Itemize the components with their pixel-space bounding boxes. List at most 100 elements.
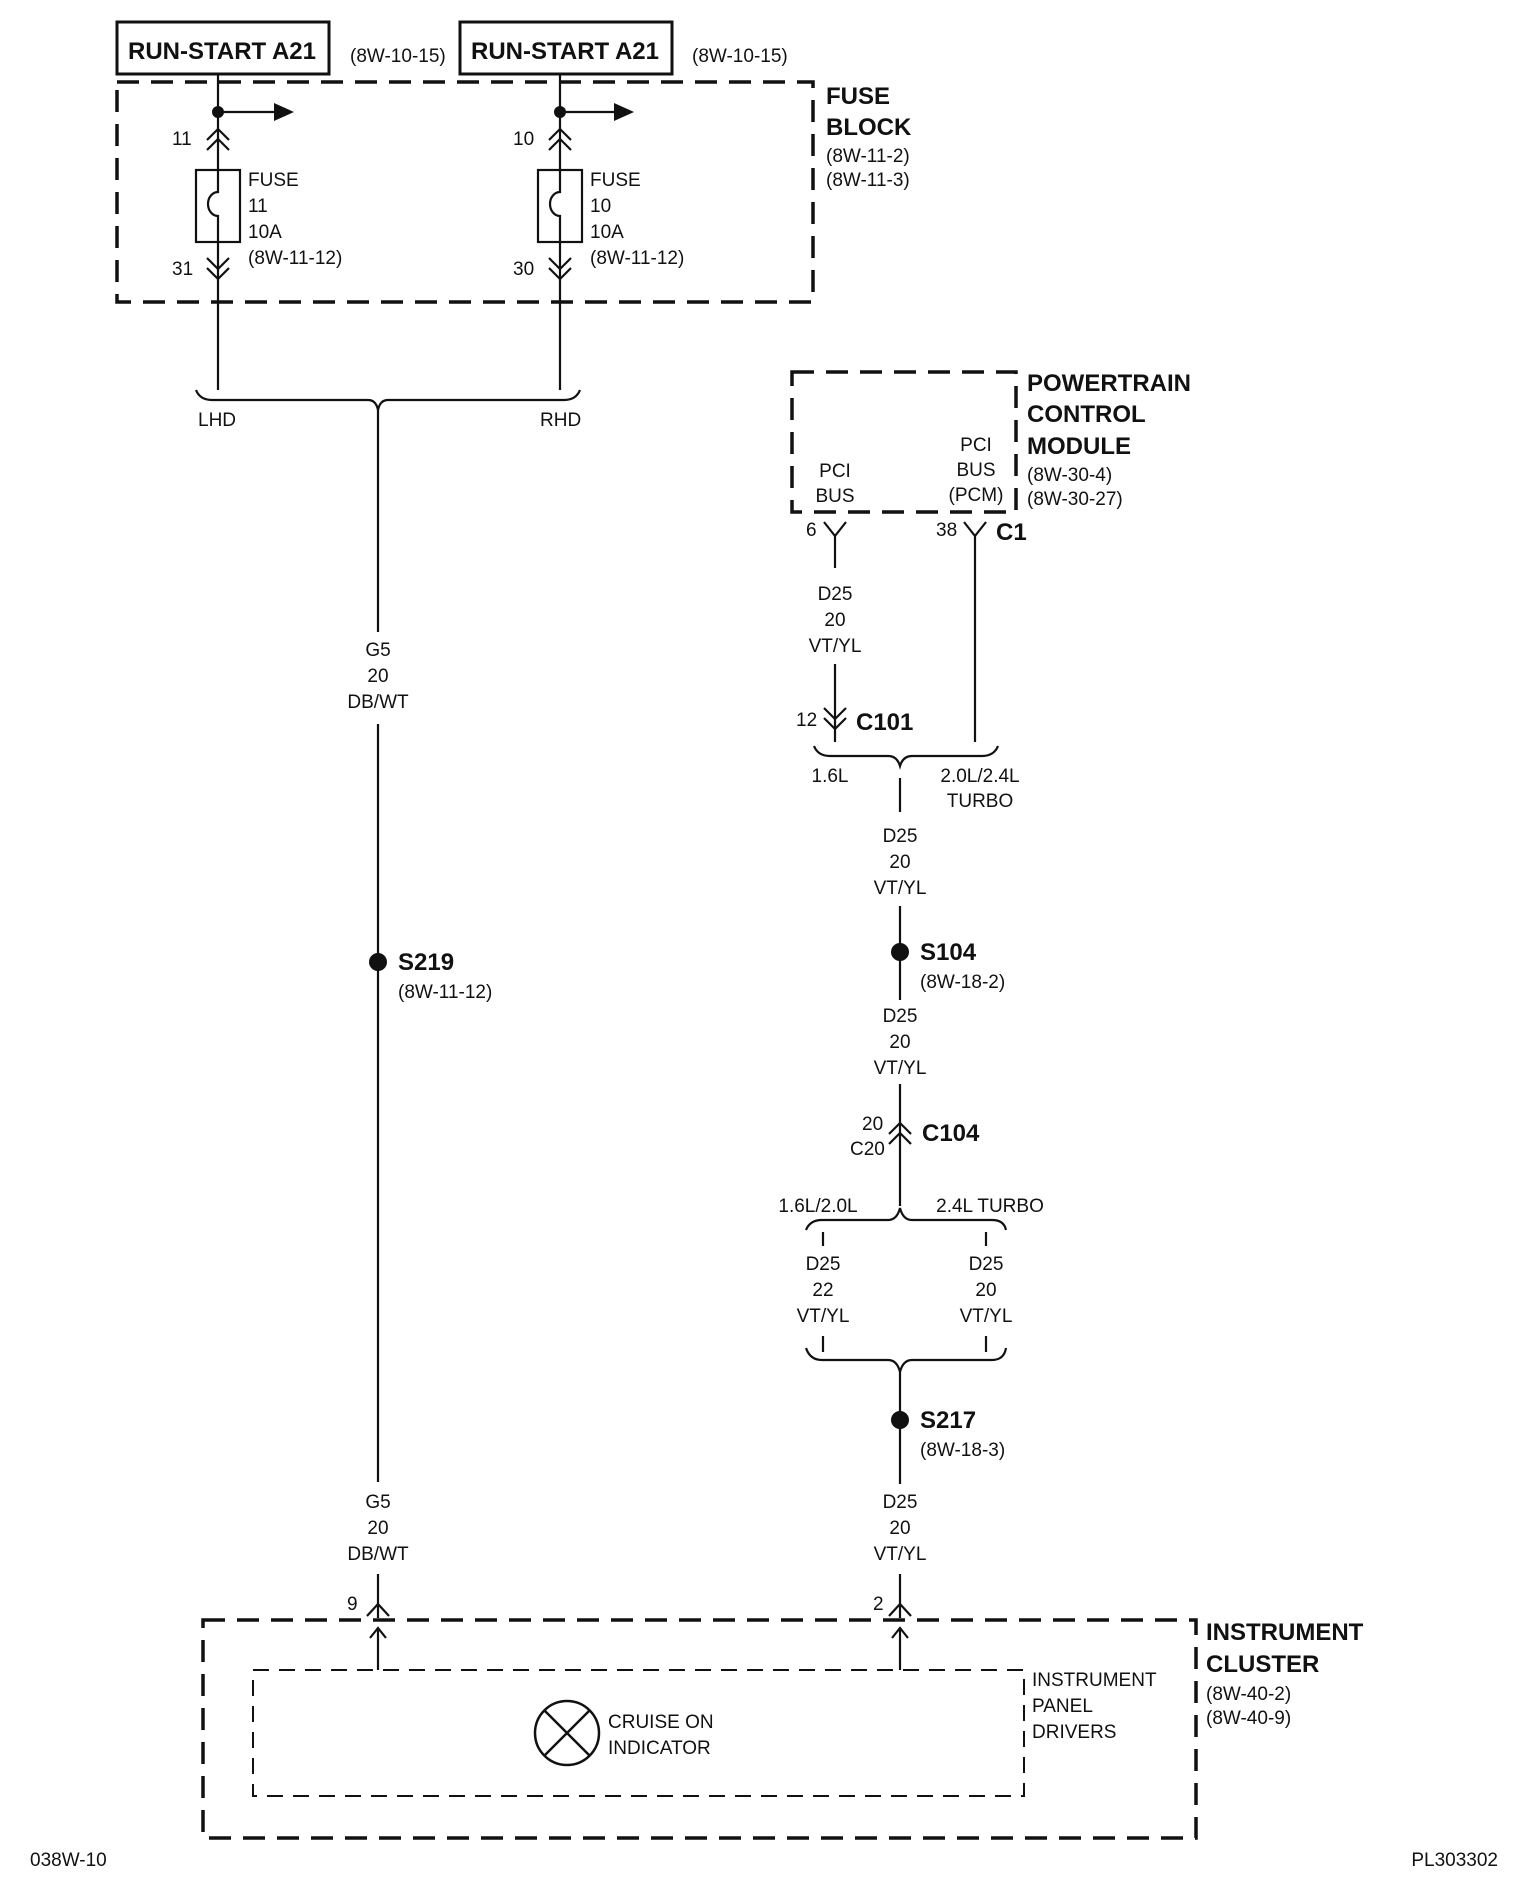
svg-text:RUN-START A21: RUN-START A21 [471, 38, 659, 65]
source-run-start-right: RUN-START A21 [458, 20, 674, 76]
splice-s104: S104 (8W-18-2) [891, 939, 1005, 993]
cruise-indicator-label-2: INDICATOR [608, 1738, 711, 1759]
wire-d25-right-color: VT/YL [960, 1306, 1013, 1327]
instrument-panel-drivers-box [252, 1669, 1025, 1797]
pcm-pin-right-num: 38 [936, 520, 957, 541]
footer-right: PL303302 [1411, 1850, 1498, 1871]
pcm-title-3: MODULE [1027, 433, 1131, 460]
fuse-11-rating: 10A [248, 222, 282, 243]
fuse-10-pin-in: 10 [513, 129, 534, 150]
engine-split-1-left: 1.6L [812, 766, 849, 787]
pcm-pin-right-l1: PCI [960, 435, 992, 456]
svg-text:VT/YL: VT/YL [874, 1058, 927, 1079]
pcm-ref-1: (8W-30-4) [1027, 465, 1112, 486]
splice-s219-ref: (8W-11-12) [398, 982, 492, 1003]
fuse-11: 11 31 FUSE 11 10A (8W-11-12) [172, 74, 342, 390]
c104-pin-2: C20 [850, 1139, 885, 1160]
wire-g5: G5 20 DB/WT G5 20 DB/WT [347, 410, 409, 1618]
powertrain-control-module: POWERTRAIN CONTROL MODULE (8W-30-4) (8W-… [790, 370, 1191, 514]
drivers-label-2: PANEL [1032, 1696, 1093, 1717]
cluster-pin-right: 2 [873, 1594, 884, 1615]
instrument-cluster-ref-2: (8W-40-9) [1206, 1708, 1291, 1729]
engine-split-1-right-1: 2.0L/2.4L [940, 766, 1019, 787]
fuse-11-ref: (8W-11-12) [248, 248, 342, 269]
wire-g5-lower-gauge: 20 [367, 1518, 388, 1539]
instrument-cluster: INSTRUMENT CLUSTER (8W-40-2) (8W-40-9) 9… [201, 1594, 1364, 1840]
svg-text:D25: D25 [883, 1492, 918, 1513]
drivers-label-3: DRIVERS [1032, 1722, 1116, 1743]
connector-c101: 12 C101 [796, 707, 913, 736]
pcm-pin-right-l2: BUS [956, 460, 995, 481]
lhd-rhd-brace: LHD RHD [194, 389, 581, 431]
fuse-block-title-1: FUSE [826, 83, 890, 110]
splice-s104-name: S104 [920, 939, 977, 966]
fuse-block: FUSE BLOCK (8W-11-2) (8W-11-3) [115, 80, 912, 304]
wire-d25-left-gauge: 22 [812, 1280, 833, 1301]
splice-s217-ref: (8W-18-3) [920, 1440, 1005, 1461]
wire-d25-pcm-gauge: 20 [824, 610, 845, 631]
instrument-cluster-title-1: INSTRUMENT [1206, 1619, 1364, 1646]
cluster-pin-left: 9 [347, 1594, 358, 1615]
splice-s217-name: S217 [920, 1407, 976, 1434]
wire-d25-right-circuit: D25 [969, 1254, 1004, 1275]
fuse-10-pin-out: 30 [513, 259, 534, 280]
fuse-10-rating: 10A [590, 222, 624, 243]
splice-s219: S219 (8W-11-12) [369, 949, 492, 1003]
wire-g5-lower-color: DB/WT [347, 1544, 409, 1565]
footer-left: 038W-10 [30, 1850, 107, 1871]
pcm-pin-left-num: 6 [806, 520, 817, 541]
pcm-pin-left-l1: PCI [819, 461, 851, 482]
instrument-cluster-ref-1: (8W-40-2) [1206, 1684, 1291, 1705]
wire-g5-color: DB/WT [347, 692, 409, 713]
splice-s219-name: S219 [398, 949, 454, 976]
wire-d25-right-gauge: 20 [975, 1280, 996, 1301]
cruise-indicator-label-1: CRUISE ON [608, 1712, 714, 1733]
wire-d25-pcm: D25 20 VT/YL [809, 536, 977, 742]
wire-g5-circuit: G5 [365, 640, 390, 661]
svg-text:20: 20 [889, 1032, 910, 1053]
pcm-title-2: CONTROL [1027, 401, 1146, 428]
svg-text:VT/YL: VT/YL [874, 878, 927, 899]
svg-text:20: 20 [889, 852, 910, 873]
fuse-block-ref-1: (8W-11-2) [826, 146, 910, 167]
splice-s217: S217 (8W-18-3) [891, 1407, 1005, 1461]
wire-d25-to-s104: D25 20 VT/YL D25 20 VT/YL [874, 778, 927, 1206]
engine-split-2-brace: 1.6L/2.0L 2.4L TURBO D25 22 VT/YL D25 20… [778, 1196, 1044, 1373]
fuse-10-label: FUSE [590, 170, 641, 191]
wire-g5-lower-circuit: G5 [365, 1492, 390, 1513]
wire-d25-left-circuit: D25 [806, 1254, 841, 1275]
c104-pin-1: 20 [862, 1114, 883, 1135]
c101-pin: 12 [796, 710, 817, 731]
drivers-label-1: INSTRUMENT [1032, 1670, 1157, 1691]
source-left-ref: (8W-10-15) [350, 46, 446, 67]
cruise-on-indicator-lamp-icon [533, 1699, 601, 1767]
wire-d25-to-cluster: D25 20 VT/YL [874, 1372, 927, 1618]
fuse-11-label: FUSE [248, 170, 299, 191]
svg-text:VT/YL: VT/YL [874, 1544, 927, 1565]
fuse-10-number: 10 [590, 196, 611, 217]
pcm-pin-left-l2: BUS [815, 486, 854, 507]
wire-d25-left-color: VT/YL [797, 1306, 850, 1327]
pcm-connector-c1: 6 38 C1 [806, 519, 1027, 546]
engine-split-1-right-2: TURBO [947, 791, 1014, 812]
wire-d25-pcm-color: VT/YL [809, 636, 862, 657]
pcm-title-1: POWERTRAIN [1027, 370, 1191, 397]
c104-name: C104 [922, 1120, 980, 1147]
lhd-label: LHD [198, 410, 236, 431]
fuse-block-ref-2: (8W-11-3) [826, 170, 910, 191]
source-right-ref: (8W-10-15) [692, 46, 788, 67]
source-run-start-left: RUN-START A21 [115, 20, 331, 76]
wire-d25-pcm-circuit: D25 [818, 584, 853, 605]
engine-split-2-left: 1.6L/2.0L [778, 1196, 857, 1217]
splice-s104-ref: (8W-18-2) [920, 972, 1005, 993]
pcm-pin-right-l3: (PCM) [949, 485, 1004, 506]
fuse-10-ref: (8W-11-12) [590, 248, 684, 269]
connector-c104: 20 C20 C104 [850, 1114, 980, 1160]
fuse-11-pin-in: 11 [172, 129, 192, 150]
fuse-11-number: 11 [248, 196, 268, 217]
fuse-11-pin-out: 31 [172, 259, 193, 280]
wire-g5-gauge: 20 [367, 666, 388, 687]
engine-split-2-right: 2.4L TURBO [936, 1196, 1044, 1217]
svg-text:D25: D25 [883, 1006, 918, 1027]
